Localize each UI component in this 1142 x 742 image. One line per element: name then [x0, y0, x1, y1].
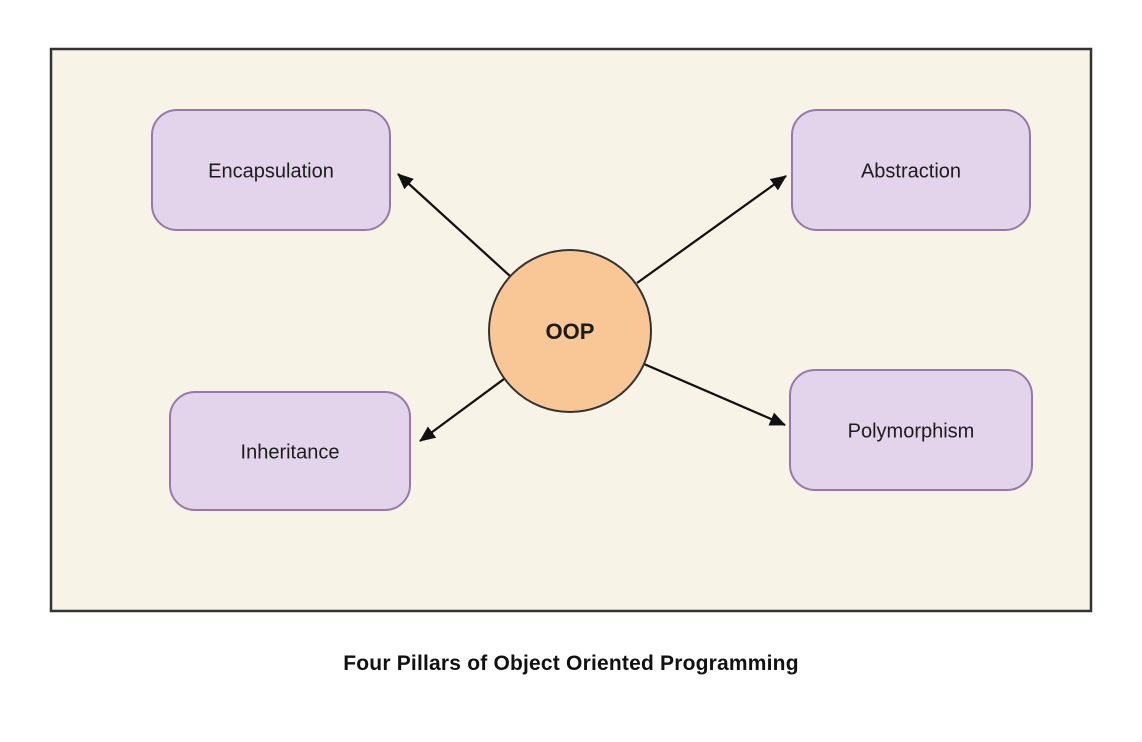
node-encapsulation-label: Encapsulation [208, 160, 334, 182]
node-polymorphism-box [789, 369, 1033, 491]
node-inheritance-label: Inheritance [241, 441, 340, 463]
node-abstraction-label: Abstraction [861, 160, 961, 182]
arrow-to-encapsulation [397, 173, 511, 277]
arrow-to-polymorphism [643, 362, 786, 427]
oop-circle [488, 249, 652, 413]
arrow-to-abstraction [636, 175, 787, 284]
node-encapsulation-box [151, 109, 391, 231]
node-abstraction-box [791, 109, 1031, 231]
node-abstraction: Abstraction [791, 109, 1031, 231]
oop-center-label: OOP [546, 319, 595, 344]
node-inheritance: Inheritance [169, 391, 411, 511]
node-inheritance-box [169, 391, 411, 511]
node-encapsulation: Encapsulation [151, 109, 391, 231]
diagram-caption: Four Pillars of Object Oriented Programm… [343, 652, 799, 675]
arrow-to-inheritance [419, 378, 505, 442]
node-oop-center: OOP [488, 249, 652, 413]
node-polymorphism: Polymorphism [789, 369, 1033, 491]
node-polymorphism-label: Polymorphism [848, 420, 975, 442]
